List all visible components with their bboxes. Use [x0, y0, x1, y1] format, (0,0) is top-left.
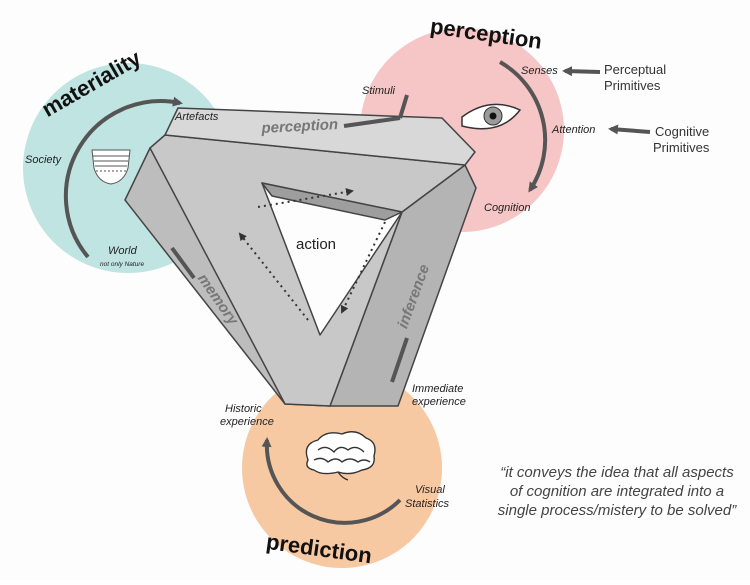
action-arrow-left: [238, 232, 309, 321]
prediction-cycle-arrow: [261, 437, 402, 525]
triangle-inner-shadow: [261, 182, 403, 221]
label-cognitive-2: Primitives: [653, 140, 710, 155]
perceptual-primitives-arrow: [562, 66, 601, 77]
label-perceptual-1: Perceptual: [604, 62, 666, 77]
label-cognitive-1: Cognitive: [655, 124, 709, 139]
stimuli-connector: [398, 94, 409, 119]
materiality-cycle-arrow: [63, 96, 183, 259]
label-visual-1: Visual: [415, 484, 445, 496]
label-attention: Attention: [551, 124, 595, 136]
label-senses: Senses: [521, 65, 558, 77]
memory-label-line: [170, 246, 196, 280]
label-stimuli: Stimuli: [362, 85, 396, 97]
label-world-note: not only Nature: [100, 261, 144, 268]
label-perceptual-2: Primitives: [604, 78, 661, 93]
label-artefacts: Artefacts: [174, 111, 219, 123]
label-immediate-2: experience: [412, 396, 466, 408]
label-cognition: Cognition: [484, 202, 530, 214]
action-arrows: [238, 188, 386, 321]
perception-cycle-arrow: [499, 60, 548, 193]
triangle-label-perception: perception: [260, 116, 338, 137]
inference-label-line: [390, 337, 409, 383]
label-historic-2: experience: [220, 416, 274, 428]
label-immediate-1: Immediate: [412, 383, 463, 395]
impossible-triangle: [124, 107, 477, 407]
perception-label-line: [343, 116, 401, 128]
ceramic-vessel-icon: [91, 149, 131, 185]
label-historic-1: Historic: [225, 403, 262, 415]
action-arrow-right: [340, 221, 386, 314]
label-world: World: [108, 245, 138, 257]
triangle-label-action: action: [296, 236, 336, 253]
label-society: Society: [25, 154, 63, 166]
brain-icon: [305, 431, 376, 481]
eye-icon: [461, 103, 522, 130]
quote-text: “it conveys the idea that all aspects of…: [497, 464, 737, 519]
cognitive-primitives-arrow: [608, 124, 651, 135]
label-visual-2: Statistics: [405, 498, 450, 510]
action-arrow-top: [257, 188, 354, 208]
